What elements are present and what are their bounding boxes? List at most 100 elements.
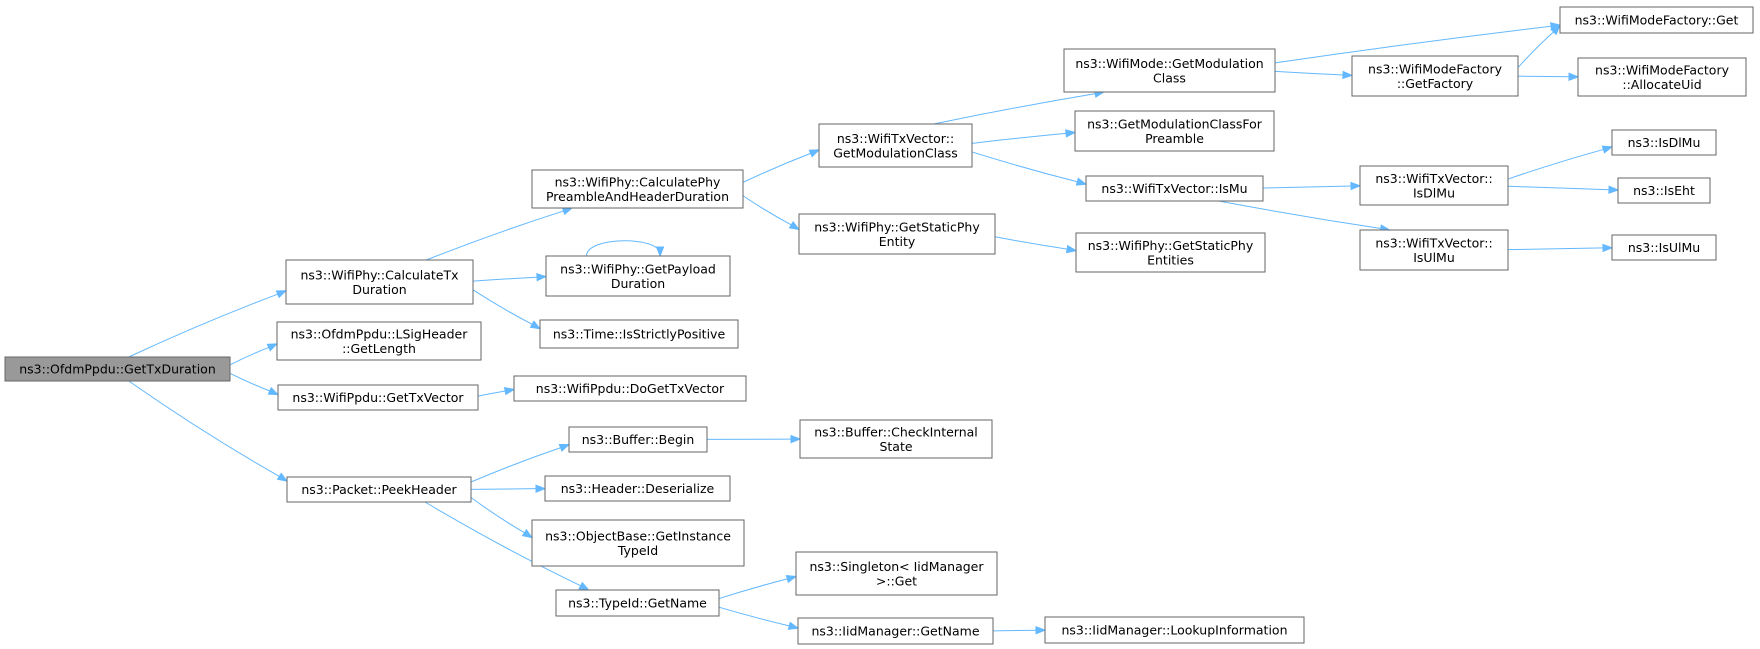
node-label: Duration (352, 282, 406, 297)
node-label: Duration (611, 276, 665, 291)
node-ns3-isdlmu[interactable]: ns3::IsDlMu (1611, 129, 1717, 156)
edge-n12-to-n17 (718, 606, 800, 630)
node-box (1074, 110, 1275, 152)
edge-n24-to-n28 (1507, 145, 1614, 180)
node-label: Entities (1147, 252, 1194, 267)
edge-n4-to-n10 (470, 484, 547, 493)
edge-n20-to-n25 (1218, 200, 1391, 233)
node-box (1617, 177, 1711, 204)
node-box (1063, 48, 1276, 93)
edge-n23-to-n26 (1517, 24, 1561, 68)
node-box (1075, 232, 1266, 273)
node-label: IsDlMu (1413, 185, 1455, 200)
node-label: ::GetFactory (1397, 76, 1474, 91)
node-ns3-wifiphy-calculatephypreambleandheaderduration[interactable]: ns3::WifiPhy::CalculatePhyPreambleAndHea… (531, 169, 744, 209)
edge-n4-to-n11 (470, 497, 534, 539)
node-ns3-typeid-getname[interactable]: ns3::TypeId::GetName (555, 589, 720, 617)
node-ns3-wifippdu-dogettxvector[interactable]: ns3::WifiPpdu::DoGetTxVector (513, 375, 747, 402)
node-ns3-header-deserialize[interactable]: ns3::Header::Deserialize (544, 475, 731, 502)
node-ns3-ofdmppdu-gettxduration[interactable]: ns3::OfdmPpdu::GetTxDuration (4, 356, 231, 382)
node-box (1577, 57, 1747, 97)
node-box (544, 475, 731, 502)
node-label: ns3::WifiPhy::CalculatePhy (555, 174, 721, 189)
node-ns3-wifimode-getmodulationclass[interactable]: ns3::WifiMode::GetModulationClass (1063, 48, 1276, 93)
edge-n17-to-n22 (992, 626, 1047, 635)
node-ns3-isulmu[interactable]: ns3::IsUlMu (1611, 234, 1717, 261)
node-ns3-packet-peekheader[interactable]: ns3::Packet::PeekHeader (286, 476, 472, 503)
node-ns3-wifitxvector-ismu[interactable]: ns3::WifiTxVector::IsMu (1085, 175, 1264, 202)
node-label: ns3::WifiModeFactory::Get (1575, 13, 1739, 28)
edge-n1-to-n6 (472, 272, 548, 282)
node-box (795, 551, 998, 596)
node-label: ns3::WifiModeFactory (1595, 62, 1730, 77)
edge-n9-to-n15 (706, 434, 802, 444)
edge-n5-to-n14 (742, 195, 801, 231)
edge-n1-to-n7 (472, 289, 542, 330)
node-box (539, 319, 739, 349)
node-ns3-singleton-iidmanager-get[interactable]: ns3::Singleton< IidManager>::Get (795, 551, 998, 596)
node-ns3-wifippdu-gettxvector[interactable]: ns3::WifiPpdu::GetTxVector (277, 384, 479, 411)
node-label: Class (1153, 70, 1186, 85)
node-label: ns3::Singleton< IidManager (809, 559, 984, 574)
node-ns3-buffer-begin[interactable]: ns3::Buffer::Begin (568, 426, 708, 453)
edges (128, 22, 1620, 635)
node-label: ns3::WifiPpdu::GetTxVector (292, 390, 464, 405)
node-box (798, 213, 996, 255)
edge-n6-to-n6 (585, 240, 665, 258)
node-box (797, 617, 994, 645)
node-label: ns3::Time::IsStrictlyPositive (553, 327, 726, 342)
node-label: ns3::WifiTxVector:: (837, 131, 954, 146)
node-ns3-iseht[interactable]: ns3::IsEht (1617, 177, 1711, 204)
node-ns3-wifitxvector-isdlmu[interactable]: ns3::WifiTxVector::IsDlMu (1359, 165, 1509, 206)
node-box (568, 426, 708, 453)
edge-n14-to-n21 (994, 236, 1078, 254)
node-label: ns3::Buffer::Begin (582, 432, 695, 447)
node-box (531, 519, 745, 567)
edge-n13-to-n19 (971, 129, 1077, 144)
node-label: ns3::ObjectBase::GetInstance (545, 528, 731, 543)
node-label: ::AllocateUid (1622, 77, 1701, 92)
node-box (555, 589, 720, 617)
edge-n4-to-n9 (470, 443, 571, 483)
node-label: ns3::Header::Deserialize (561, 481, 715, 496)
node-box (1359, 165, 1509, 206)
node-ns3-wifimodefactory-get[interactable]: ns3::WifiModeFactory::Get (1559, 6, 1754, 34)
node-ns3-ofdmppdu-lsigheader-getlength[interactable]: ns3::OfdmPpdu::LSigHeader::GetLength (276, 321, 482, 361)
edge-n23-to-n27 (1517, 72, 1580, 82)
node-label: ns3::Packet::PeekHeader (301, 482, 457, 497)
node-ns3-iidmanager-getname[interactable]: ns3::IidManager::GetName (797, 617, 994, 645)
node-label: GetModulationClass (833, 145, 958, 160)
edge-n18-to-n26 (1274, 22, 1562, 64)
node-ns3-iidmanager-lookupinformation[interactable]: ns3::IidManager::LookupInformation (1044, 616, 1305, 644)
node-label: ns3::OfdmPpdu::GetTxDuration (19, 362, 216, 377)
node-ns3-time-isstrictlypositive[interactable]: ns3::Time::IsStrictlyPositive (539, 319, 739, 349)
node-label: ns3::WifiModeFactory (1368, 61, 1503, 76)
node-label: ns3::WifiPpdu::DoGetTxVector (536, 381, 725, 396)
node-ns3-wifitxvector-isulmu[interactable]: ns3::WifiTxVector::IsUlMu (1359, 229, 1509, 271)
edge-n5-to-n13 (742, 149, 821, 183)
node-box (1611, 234, 1717, 261)
node-label: ns3::IidManager::LookupInformation (1061, 623, 1287, 638)
node-label: ns3::WifiPhy::CalculateTx (300, 267, 458, 282)
node-ns3-wifimodefactory-allocateuid[interactable]: ns3::WifiModeFactory::AllocateUid (1577, 57, 1747, 97)
node-label: ns3::WifiTxVector::IsMu (1101, 181, 1247, 196)
node-box (1044, 616, 1305, 644)
node-label: ns3::Buffer::CheckInternal (814, 424, 978, 439)
edge-n4-to-n12 (424, 501, 590, 591)
node-label: >::Get (876, 573, 917, 588)
node-label: ns3::GetModulationClassFor (1087, 116, 1263, 131)
node-box (818, 123, 973, 168)
node-ns3-wifitxvector-getmodulationclass[interactable]: ns3::WifiTxVector::GetModulationClass (818, 123, 973, 168)
node-ns3-wifimodefactory-getfactory[interactable]: ns3::WifiModeFactory::GetFactory (1351, 55, 1519, 97)
node-label: ns3::WifiPhy::GetStaticPhy (1088, 238, 1254, 253)
node-label: ns3::IsUlMu (1628, 240, 1700, 255)
edge-n25-to-n30 (1507, 243, 1614, 253)
